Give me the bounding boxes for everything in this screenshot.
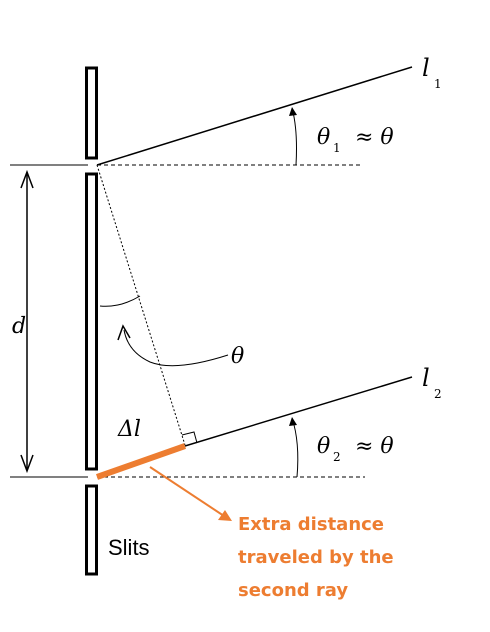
right-angle-marker (181, 431, 198, 444)
perpendicular-dotted-line (96, 164, 186, 446)
separation-arrow-head-bottom (20, 454, 34, 474)
separation-arrow-head-top (20, 169, 34, 189)
ray-1-subscript: 1 (434, 77, 442, 91)
ray-1-label: l (422, 54, 430, 82)
annotation-arrow-head (218, 510, 232, 521)
annotation-arrow-shaft (149, 466, 225, 517)
separation-label: d (12, 314, 26, 339)
angle-2-subscript: 2 (333, 450, 341, 464)
central-angle-arc (99, 295, 141, 307)
ray-2 (184, 376, 413, 447)
central-angle-pointer (123, 329, 229, 367)
angle-2-arc-arrowhead (289, 417, 297, 426)
ray-2-label: l (422, 364, 430, 392)
barrier-middle-segment (85, 172, 98, 471)
angle-2-approx: ≈ θ (355, 434, 394, 459)
angle-2-arc (291, 417, 299, 478)
angle-2-theta: θ (317, 434, 330, 459)
slits-label: Slits (108, 535, 150, 560)
central-angle-label: θ (231, 344, 244, 369)
ray-2-subscript: 2 (434, 387, 442, 401)
path-difference-segment (96, 443, 186, 480)
angle-1-arc-arrowhead (289, 107, 297, 116)
central-angle-pointer-head (117, 324, 131, 341)
angle-1-arc (291, 107, 297, 166)
angle-1-subscript: 1 (333, 141, 341, 155)
annotation-line-3: second ray (238, 580, 348, 601)
annotation-line-2: traveled by the (238, 547, 394, 568)
annotation-line-1: Extra distance (238, 514, 384, 535)
barrier-bottom-segment (85, 484, 98, 576)
angle-1-approx: ≈ θ (355, 125, 394, 150)
path-difference-label: Δl (117, 417, 141, 442)
angle-1-theta: θ (317, 125, 330, 150)
ray-1 (96, 66, 413, 166)
barrier-top-segment (85, 66, 98, 160)
